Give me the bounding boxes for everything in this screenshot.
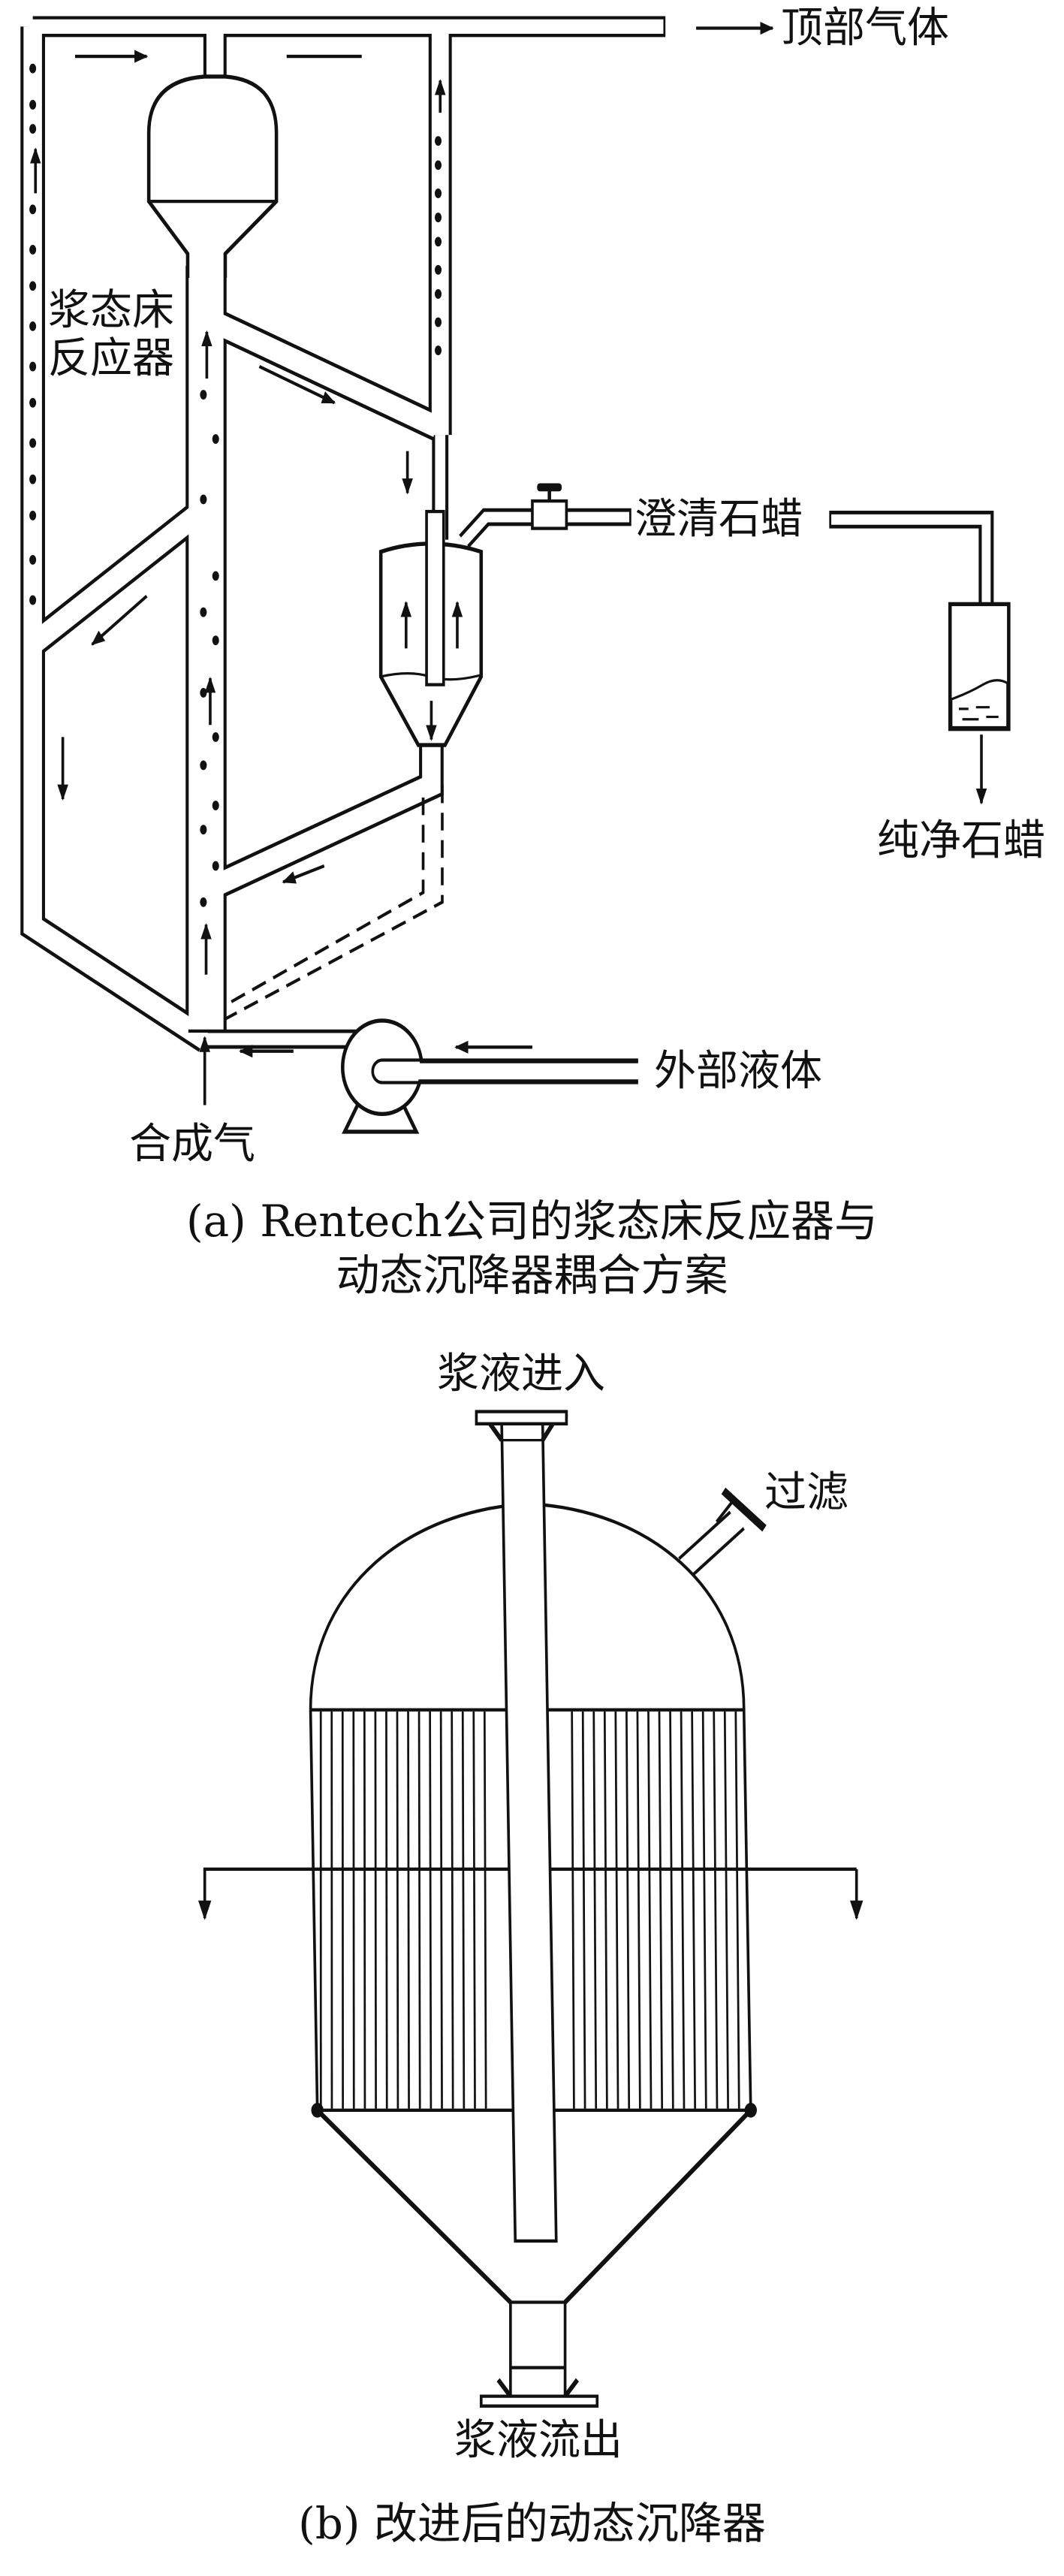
bubble-dot <box>29 63 37 74</box>
settling-tube <box>734 1711 740 2109</box>
settling-tube <box>680 1711 686 2109</box>
caption-a-line2: 动态沉降器耦合方案 <box>336 1250 728 1301</box>
settling-tube <box>461 1711 466 2109</box>
bubble-dot <box>200 760 207 771</box>
bubble-dot <box>434 317 442 327</box>
flow-arrow-icon <box>91 594 148 646</box>
bubble-dot <box>29 321 37 331</box>
label-slurry-out: 浆液流出 <box>454 2416 622 2465</box>
label-reactor-line1: 浆态床 <box>48 286 174 335</box>
settling-tube <box>483 1711 487 2109</box>
bubble-dot <box>29 99 37 110</box>
settling-tube <box>396 1711 399 2109</box>
bubble-dot <box>434 264 442 275</box>
bubble-dot <box>212 801 219 810</box>
bubble-dot <box>434 213 442 223</box>
outlet-pipe <box>479 2300 599 2408</box>
bubble-dot <box>200 897 207 907</box>
settling-tube <box>647 1711 653 2109</box>
label-reactor-line2: 反应器 <box>48 334 174 383</box>
label-clarified-wax: 澄清石蜡 <box>634 495 803 544</box>
settling-tube <box>429 1711 433 2109</box>
bubble-dot <box>212 731 219 742</box>
bubble-dot <box>29 474 37 484</box>
bubble-dot <box>200 825 207 835</box>
settling-tube <box>636 1711 641 2109</box>
bubble-dot <box>200 687 207 698</box>
label-filtration: 过滤 <box>764 1468 848 1517</box>
bubble-dot <box>29 554 37 565</box>
settler-cone <box>315 2108 752 2305</box>
label-syngas: 合成气 <box>129 1120 255 1169</box>
inlet-pipe <box>475 1410 568 2243</box>
bubble-dot <box>29 361 37 372</box>
bubble-dot <box>212 635 219 646</box>
valve-icon <box>531 483 568 530</box>
settling-tube <box>363 1711 366 2109</box>
reactor-vessel <box>146 74 279 279</box>
label-external-liquid: 外部液体 <box>654 1047 822 1096</box>
bubble-dot <box>434 160 442 170</box>
bubble-dot <box>29 281 37 291</box>
settling-tube <box>581 1711 586 2109</box>
caption-a-line1: (a) Rentech公司的浆态床反应器与 <box>185 1196 879 1247</box>
bubble-dot <box>29 124 37 134</box>
dynamic-settler-diagram <box>197 1410 864 2408</box>
settling-tube <box>701 1711 707 2109</box>
bubble-dot <box>212 571 219 581</box>
settling-tube <box>669 1711 674 2109</box>
settling-tube <box>691 1711 697 2109</box>
settling-tube <box>723 1711 729 2109</box>
bubble-dot <box>200 390 207 400</box>
bubble-dot <box>434 289 442 299</box>
bubble-dot <box>434 136 442 146</box>
bubble-dot <box>434 237 442 247</box>
bubble-dot <box>434 188 442 198</box>
bubble-dot <box>29 511 37 520</box>
bubble-dot <box>29 438 37 448</box>
bubble-dot <box>212 434 219 444</box>
bubble-dot <box>200 607 207 617</box>
settling-tube <box>658 1711 664 2109</box>
gas-bubbles <box>29 63 442 907</box>
bubble-dot <box>29 245 37 255</box>
settling-tube <box>439 1711 443 2109</box>
settling-tube <box>407 1711 410 2109</box>
settling-tube <box>713 1711 719 2109</box>
label-top-gas: 顶部气体 <box>781 4 949 53</box>
settling-tube <box>603 1711 608 2109</box>
settling-tubes <box>319 1711 740 2109</box>
flow-arrow-icon <box>258 365 336 405</box>
bubble-dot <box>29 595 37 605</box>
filter-nozzle <box>678 1487 767 1576</box>
label-pure-wax: 纯净石蜡 <box>877 816 1045 865</box>
bubble-dot <box>29 397 37 408</box>
bubble-dot <box>29 204 37 215</box>
settling-tube <box>451 1711 454 2109</box>
flow-arrows <box>29 21 987 1106</box>
wax-collector <box>948 602 1011 731</box>
settler-inner-tube <box>425 509 445 686</box>
dashed-bypass-line <box>225 785 444 1021</box>
settling-tube <box>472 1711 476 2109</box>
settling-tube <box>614 1711 619 2109</box>
label-slurry-in: 浆液进入 <box>437 1350 605 1398</box>
settling-tube <box>385 1711 388 2109</box>
settling-tube <box>417 1711 421 2109</box>
settling-tube <box>374 1711 377 2109</box>
caption-b: (b) 改进后的动态沉降器 <box>298 2498 766 2549</box>
bubble-dot <box>434 345 442 355</box>
pump-icon <box>341 1018 640 1134</box>
flow-arrow-icon <box>282 864 325 884</box>
bubble-dot <box>212 861 219 871</box>
settling-tube <box>592 1711 598 2109</box>
bubble-dot <box>200 494 207 505</box>
settling-tube <box>571 1711 575 2109</box>
reactor-settler-diagram <box>20 16 1011 1134</box>
settling-tube <box>625 1711 631 2109</box>
